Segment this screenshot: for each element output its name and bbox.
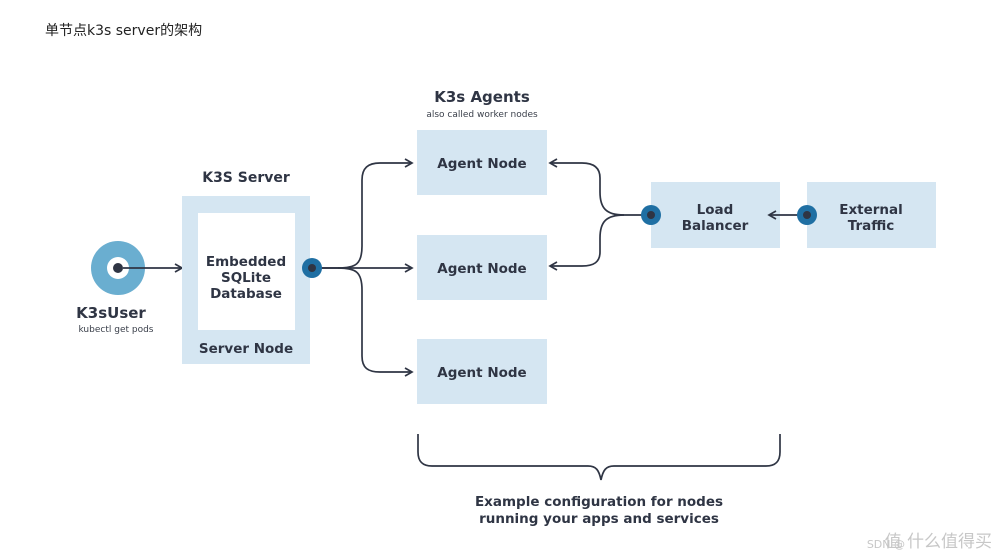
agent-node-label-2: Agent Node [437, 261, 526, 277]
page-title: 单节点k3s server的架构 [45, 23, 203, 39]
watermark-small-text: SDN @ [867, 538, 905, 551]
agent-node-box-1 [417, 130, 547, 195]
external-traffic: External Traffic [807, 182, 936, 248]
external-traffic-box [807, 182, 936, 248]
caption-line-2: running your apps and services [479, 511, 719, 527]
agent-node-label-3: Agent Node [437, 365, 526, 381]
external-traffic-line-2: Traffic [848, 218, 895, 234]
server-node-label: Server Node [199, 341, 293, 357]
balancer-to-agents-connectors [548, 158, 643, 271]
agents-group-brace [417, 434, 781, 481]
user-command: kubectl get pods [79, 325, 154, 335]
agents-group: K3s Agents also called worker nodes Agen… [417, 88, 547, 404]
server-group: K3S Server Embedded SQLite Database Serv… [182, 170, 310, 364]
load-balancer-line-1: Load [697, 202, 734, 218]
agents-heading: K3s Agents [434, 88, 530, 106]
caption-line-1: Example configuration for nodes [475, 494, 723, 510]
server-to-agents-connectors [318, 158, 414, 377]
agents-subheading: also called worker nodes [426, 110, 538, 120]
agent-node-label-1: Agent Node [437, 156, 526, 172]
load-balancer: Load Balancer [651, 182, 780, 248]
load-balancer-box [651, 182, 780, 248]
agent-node-box-3 [417, 339, 547, 404]
server-heading: K3S Server [202, 170, 290, 186]
watermark-text: 值 什么值得买 [885, 532, 992, 552]
k3s-user: K3sUser kubectl get pods [76, 241, 154, 335]
db-line-2: SQLite [221, 270, 271, 286]
load-balancer-line-2: Balancer [682, 218, 749, 234]
db-line-3: Database [210, 286, 282, 302]
embedded-database-box [198, 213, 295, 330]
db-line-1: Embedded [206, 254, 286, 270]
external-traffic-line-1: External [839, 202, 903, 218]
user-name: K3sUser [76, 304, 146, 322]
agent-node-box-2 [417, 235, 547, 300]
